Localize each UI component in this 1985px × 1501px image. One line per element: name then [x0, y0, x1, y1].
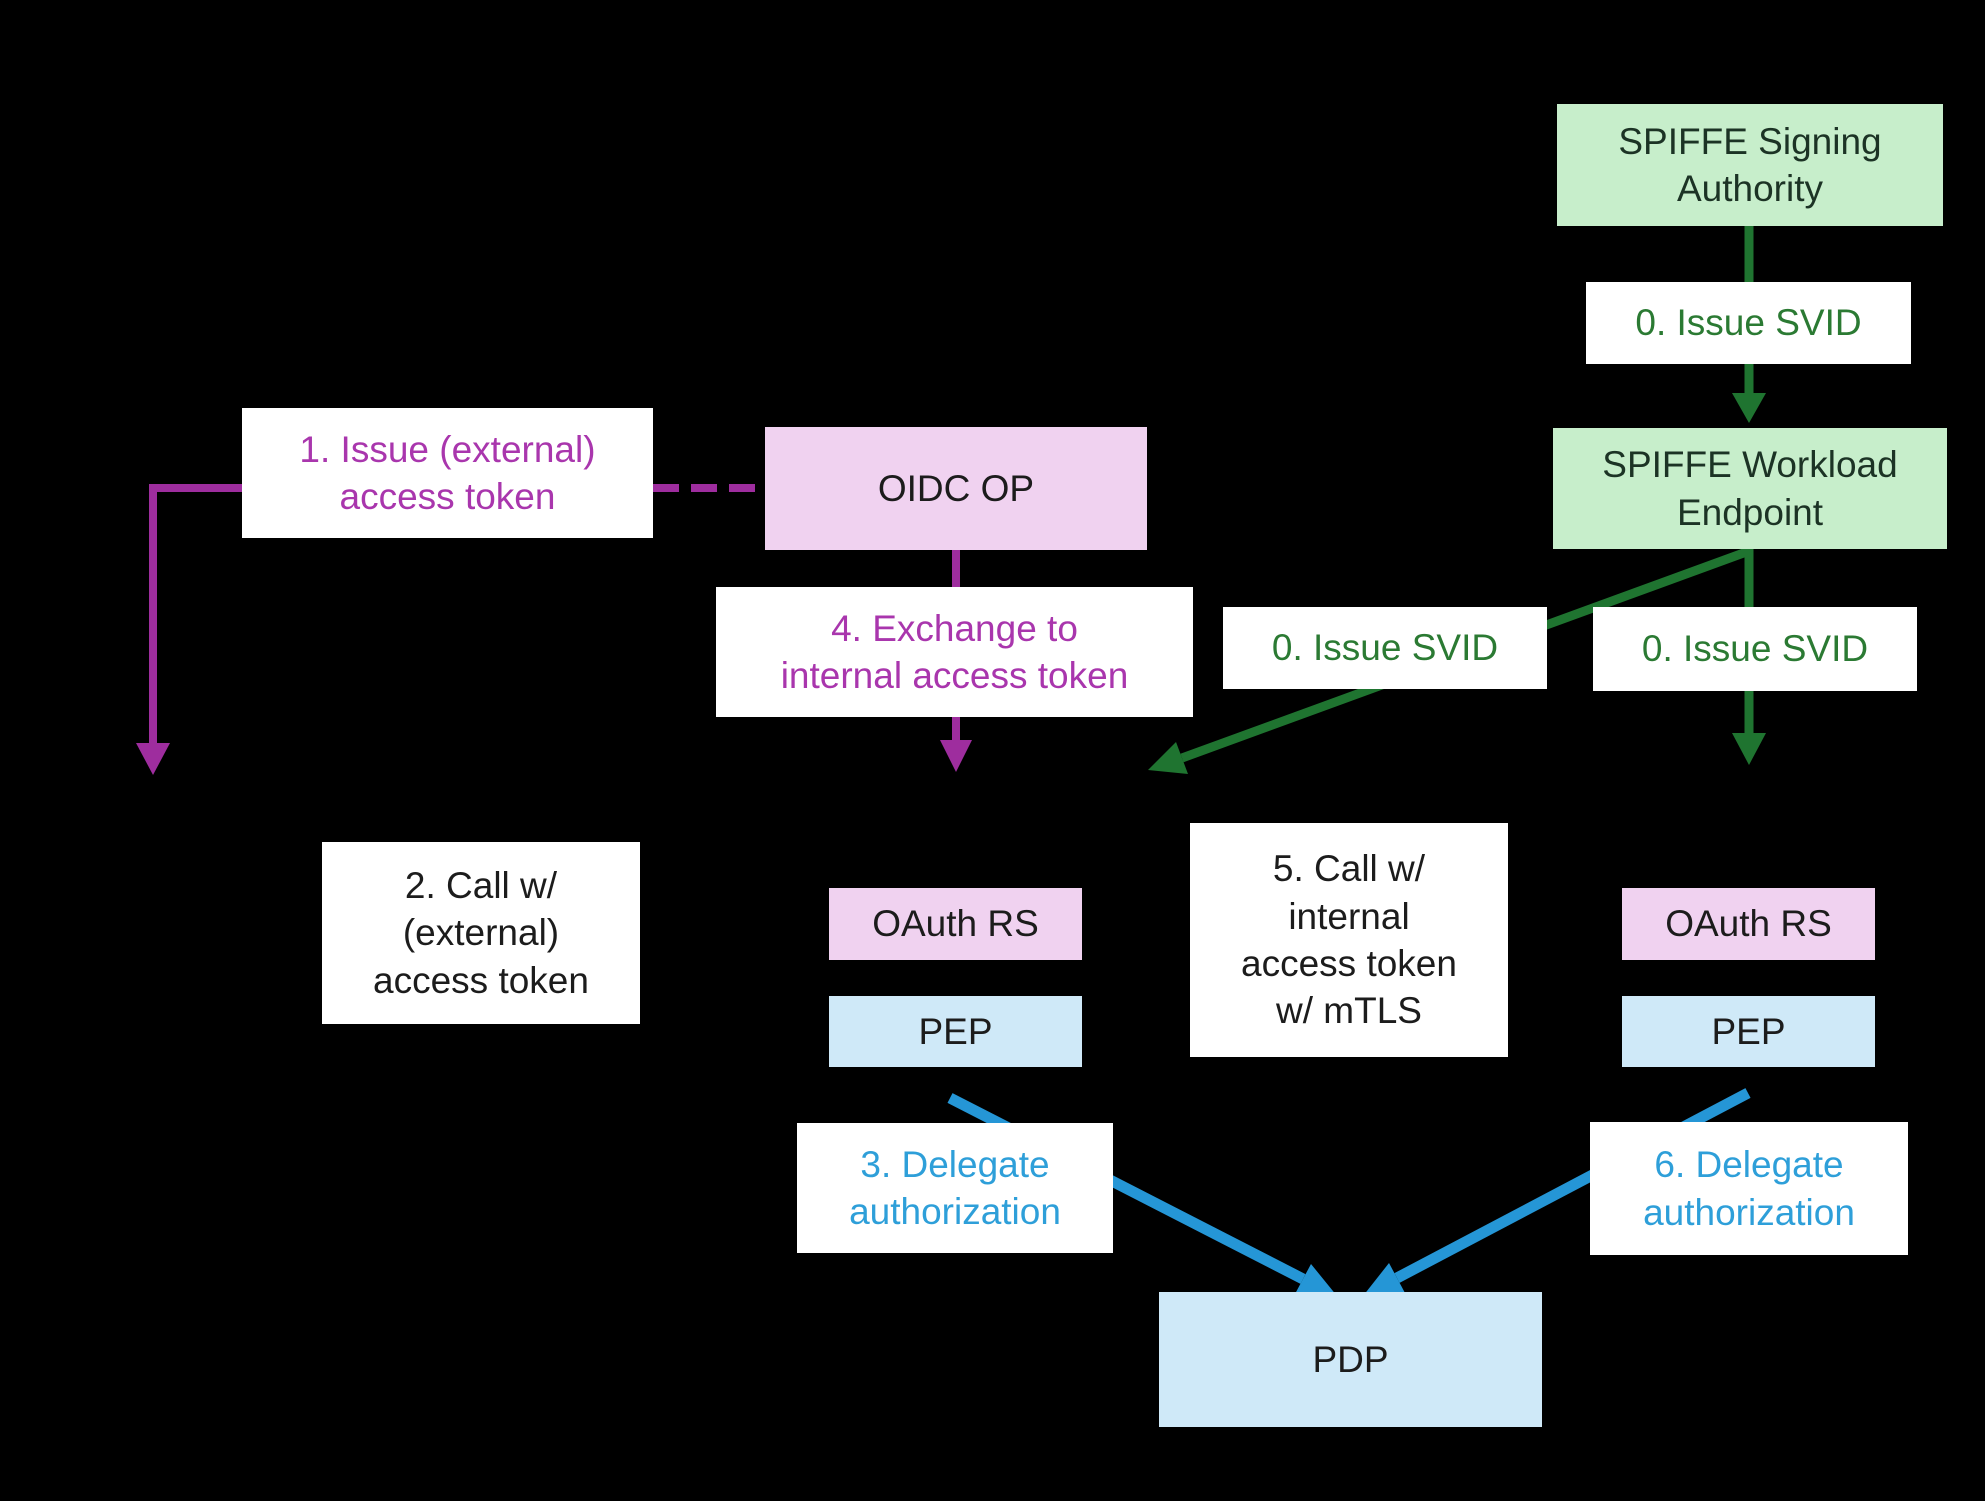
node-oauth-rs-middle: OAuth RS	[829, 888, 1082, 960]
label-issue-svid-right: 0. Issue SVID	[1593, 607, 1917, 691]
arrowhead-issue-svid-left	[1148, 742, 1188, 774]
label-issue-svid-left: 0. Issue SVID	[1223, 607, 1547, 689]
arrowhead-exchange-token	[940, 740, 972, 772]
arrowhead-issue-external	[136, 743, 170, 775]
label-delegate-authorization-6: 6. Delegate authorization	[1590, 1122, 1908, 1255]
label-call-external-token: 2. Call w/ (external) access token	[322, 842, 640, 1024]
arrowhead-delegate-6	[1363, 1263, 1405, 1296]
label-delegate-authorization-3: 3. Delegate authorization	[797, 1123, 1113, 1253]
arrowhead-delegate-3	[1295, 1264, 1337, 1296]
node-spiffe-signing-authority: SPIFFE Signing Authority	[1557, 104, 1943, 226]
node-pep-middle: PEP	[829, 996, 1082, 1067]
label-issue-external-token: 1. Issue (external) access token	[242, 408, 653, 538]
node-pdp: PDP	[1159, 1292, 1542, 1427]
node-spiffe-workload-endpoint: SPIFFE Workload Endpoint	[1553, 428, 1947, 549]
label-exchange-internal-token: 4. Exchange to internal access token	[716, 587, 1193, 717]
node-oauth-rs-right: OAuth RS	[1622, 888, 1875, 960]
label-call-internal-token: 5. Call w/ internal access token w/ mTLS	[1190, 823, 1508, 1057]
arrow-line-issue-external-elbow	[149, 484, 242, 745]
label-issue-svid-top: 0. Issue SVID	[1586, 282, 1911, 364]
arrowhead-issue-svid-right	[1732, 733, 1766, 765]
node-oidc-op: OIDC OP	[765, 427, 1147, 550]
arrowhead-issue-svid-top	[1732, 393, 1766, 423]
node-pep-right: PEP	[1622, 996, 1875, 1067]
